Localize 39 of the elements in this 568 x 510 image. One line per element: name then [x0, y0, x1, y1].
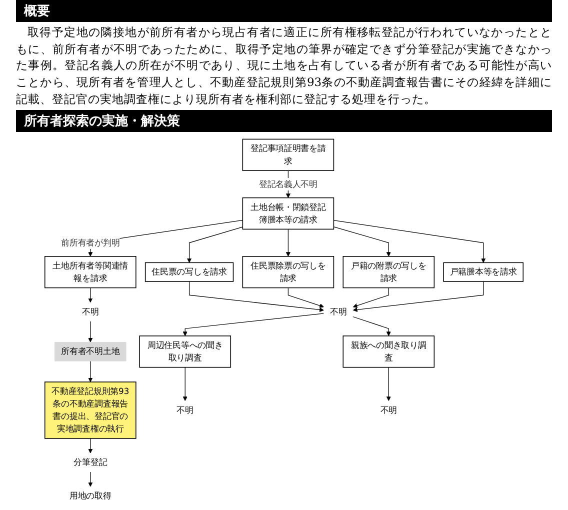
node-box: 住民票除票の写しを請求 — [242, 256, 334, 289]
summary-paragraph: 取得予定地の隣接地が前所有者から現占有者に適正に所有権移転登記が行われていなかったとともに、前所有者が不明であったために、取得予定地の筆界が確定できず分筆登記が実施できなかった事例。登記名義人の所在が不明であり、現に土地を占有している者が所有者である可能性が高いことから、現所有者を管理人とし、不動産登記規則第93条の不動産調査報告書にその経緯を詳細に記載、登記官の実地調査権により現所有者を権利部に登記する処理を行った。 — [16, 24, 552, 108]
arrow — [352, 282, 484, 312]
node-text: 不明 — [176, 405, 194, 416]
arrow — [88, 361, 93, 383]
edge-label: 前所有者が判明 — [61, 238, 120, 248]
node-box: 親族への聞き取り調査 — [342, 336, 435, 368]
arrow — [182, 367, 188, 402]
node-box: 住民票の写しを請求 — [144, 262, 234, 282]
arrow — [88, 288, 93, 303]
node-box: 戸籍謄本等を請求 — [443, 262, 524, 282]
arrow — [88, 321, 93, 343]
node-text: 不明 — [330, 306, 347, 317]
node-box: 土地台帳・閉鎖登記簿謄本等の請求 — [242, 198, 334, 230]
arrow — [288, 288, 324, 308]
arrow — [386, 367, 391, 402]
arrow — [286, 229, 290, 257]
arrow — [352, 288, 389, 308]
arrow — [333, 220, 486, 264]
node-box: 周辺住民等への聞き取り調査 — [139, 336, 232, 368]
node-text: 不明 — [380, 405, 398, 416]
edge-label: 登記名義人不明 — [258, 179, 318, 190]
arrow — [187, 227, 243, 264]
arrow — [182, 314, 324, 336]
arrow — [88, 472, 93, 488]
section-heading: 概要 — [16, 0, 552, 22]
arrow — [352, 316, 391, 336]
node-text: 分筆登記 — [74, 458, 108, 468]
node-box: 登記事項証明書を請求 — [242, 139, 334, 172]
section-heading: 所有者探索の実施・解決策 — [16, 110, 552, 132]
node-box: 不動産登記規則第93条の不動産調査報告書の提出、登記官の実地調査権の執行 — [44, 382, 136, 440]
arrow — [88, 438, 93, 454]
arrow — [333, 226, 391, 257]
node-box: 所有者不明土地 — [54, 342, 126, 362]
arrow — [188, 282, 324, 312]
node-box: 土地所有者等関連情報を請求 — [44, 256, 136, 289]
node-text: 不明 — [82, 306, 99, 317]
node-box: 戸籍の附票の写しを請求 — [342, 256, 435, 289]
node-text: 用地の取得 — [69, 491, 112, 502]
